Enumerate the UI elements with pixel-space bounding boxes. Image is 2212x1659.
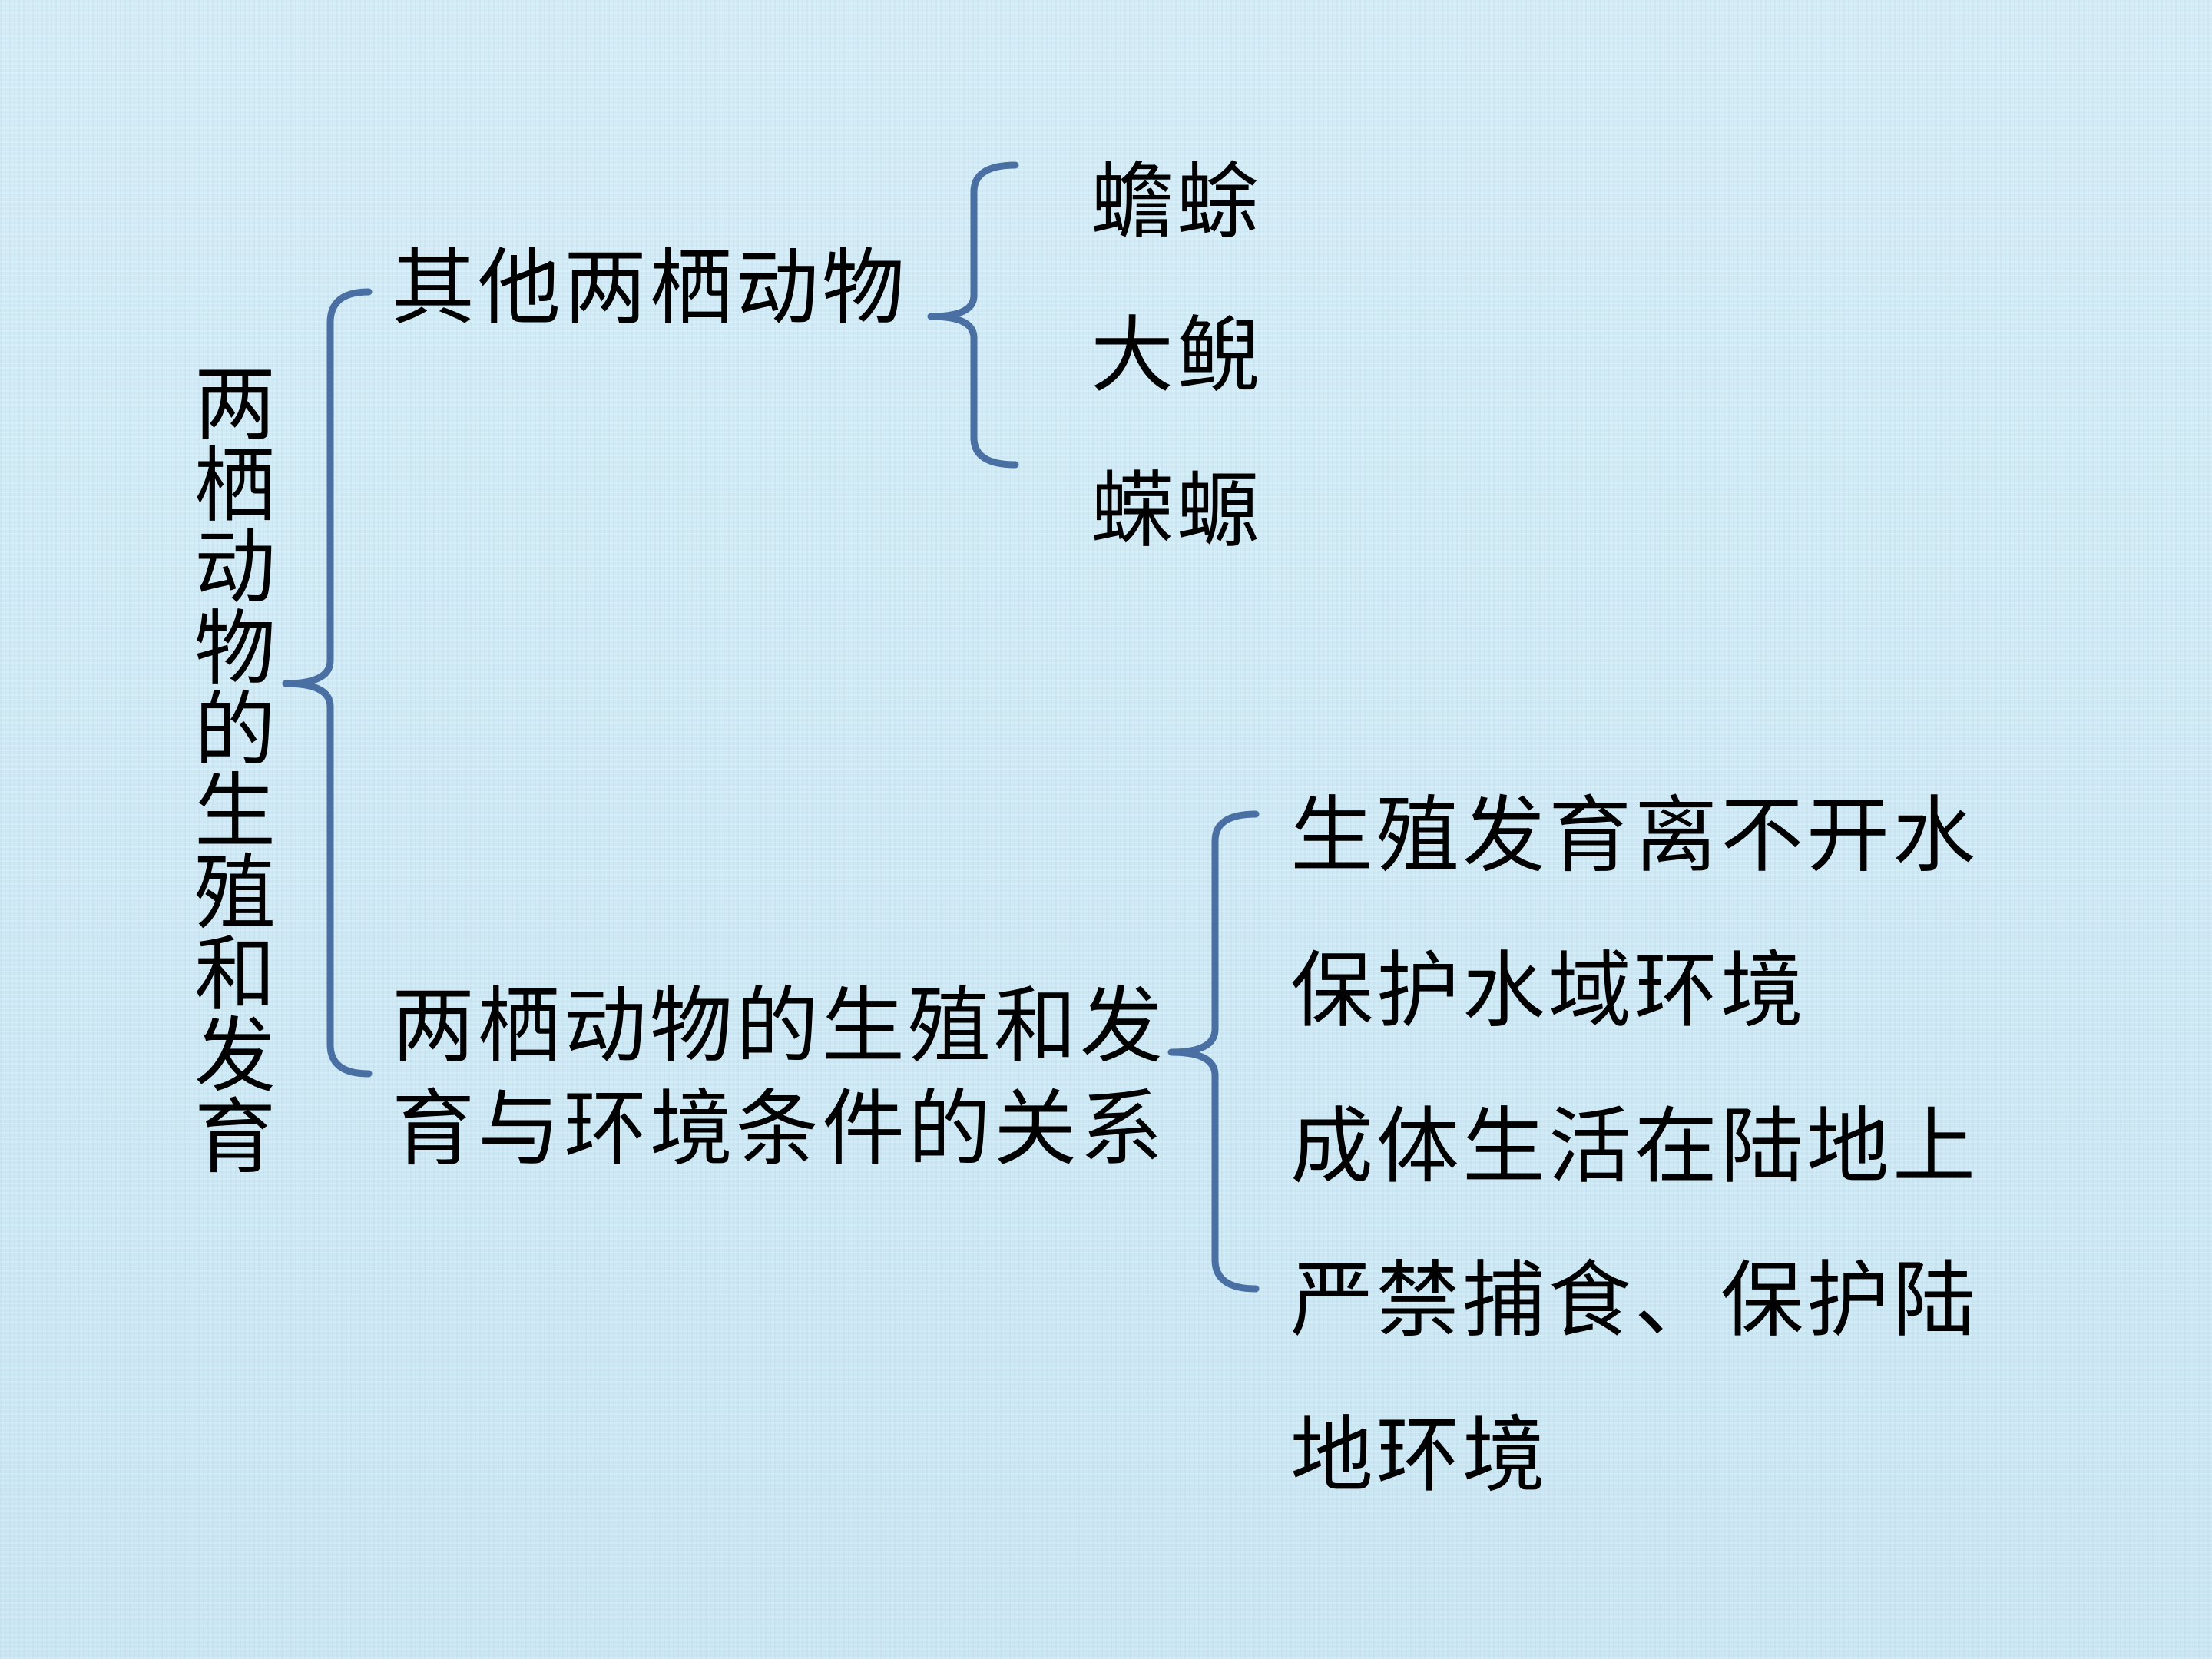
relation-item: 地环境 xyxy=(1290,1408,1549,1504)
branch-environment-relation: 两栖动物的生殖和发育与环境条件的关系 xyxy=(392,979,1167,1177)
top-branch-brace xyxy=(927,161,1019,469)
leaf-toad: 蟾蜍 xyxy=(1091,154,1263,250)
relation-item: 生殖发育离不开水 xyxy=(1290,788,1979,884)
relation-item: 保护水域环境 xyxy=(1290,943,1807,1039)
relation-item: 严禁捕食、保护陆 xyxy=(1290,1253,1979,1349)
leaf-giant-salamander: 大鲵 xyxy=(1091,308,1263,404)
branch-other-amphibians: 其他两栖动物 xyxy=(392,240,909,336)
leaf-newt: 蝾螈 xyxy=(1091,463,1263,559)
root-brace xyxy=(282,288,373,1078)
root-title: 两栖动物的生殖和发育 xyxy=(180,361,275,1175)
relation-item: 成体生活在陆地上 xyxy=(1290,1099,1979,1195)
bottom-branch-brace xyxy=(1167,810,1260,1293)
